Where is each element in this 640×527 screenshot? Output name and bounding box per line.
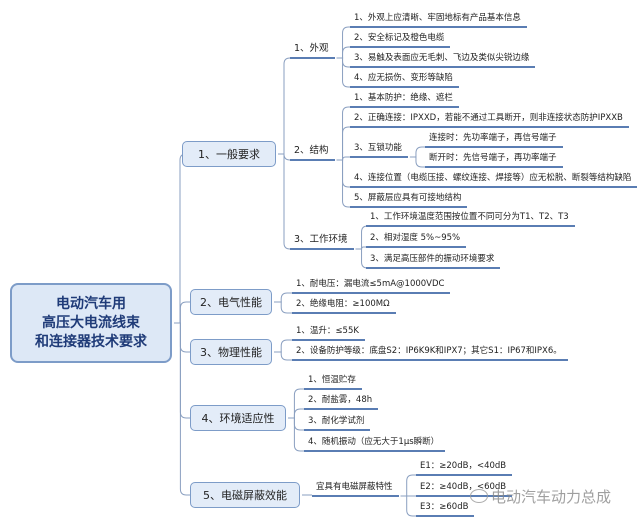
connector-line	[336, 57, 350, 68]
connector-line	[336, 26, 350, 59]
connector-line	[355, 246, 366, 250]
connector-line	[274, 339, 292, 353]
leaf-item: 3、易触及表面应无毛刺、飞边及类似尖锐边缘	[350, 51, 536, 68]
leaf-item: 2、绝缘电阻：≥100MΩ	[292, 297, 396, 314]
connector-line	[274, 351, 292, 361]
leaf-item: 5、屏蔽层应具有可接地结构	[350, 191, 468, 208]
connector-line	[174, 322, 190, 353]
connector-line	[288, 408, 304, 419]
connector-line	[274, 292, 292, 303]
connector-line	[278, 57, 291, 155]
leaf-item: E2：≥40dB，<60dB	[416, 480, 513, 497]
connector-line	[336, 156, 350, 161]
leaf-item: 1、恒温贮存	[304, 373, 362, 390]
root-title-line: 高压大电流线束	[42, 314, 140, 331]
watermark: 电动汽车动力总成	[470, 486, 611, 507]
connector-line	[336, 46, 350, 59]
leaf-item: 3、耐化学试剂	[304, 414, 371, 431]
leaf-item: 4、随机振动（应无大于1μs瞬断）	[304, 435, 446, 452]
leaf-item: E1：≥20dB，<40dB	[416, 459, 513, 476]
node-working-environment: 3、工作环境	[290, 233, 354, 250]
leaf-item: 1、耐电压：漏电流≤5mA@1000VDC	[292, 277, 451, 294]
leaf-item: 2、安全标记及橙色电缆	[350, 31, 451, 48]
connector-line	[336, 159, 350, 188]
leaf-item: E3：≥60dB	[416, 500, 475, 517]
wechat-icon	[470, 489, 488, 503]
node-em-shielding-property: 宜具有电磁屏蔽特性	[312, 480, 399, 497]
leaf-item: 1、基本防护：绝缘、遮栏	[350, 91, 459, 108]
leaf-item: 断开时：先信号端子，再功率端子	[425, 151, 563, 168]
branch-em-shielding: 5、电磁屏蔽效能	[190, 482, 300, 508]
connector-line	[336, 57, 350, 88]
leaf-item: 2、相对湿度 5%~95%	[366, 231, 467, 248]
node-appearance: 1、外观	[290, 42, 335, 59]
connector-line	[288, 417, 304, 452]
leaf-item: 2、耐盐雾，48h	[304, 393, 379, 410]
branch-electrical-performance: 2、电气性能	[190, 289, 272, 315]
leaf-item: 1、外观上应清晰、牢固地标有产品基本信息	[350, 11, 527, 28]
leaf-item: 4、应无损伤、变形等缺陷	[350, 71, 459, 88]
connector-line	[288, 388, 304, 419]
leaf-item: 2、设备防护等级：底盘S2：IP6K9K和IPX7；其它S1：IP67和IPX6…	[292, 344, 568, 361]
branch-general-requirements: 1、一般要求	[182, 141, 276, 167]
connector-line	[278, 153, 291, 161]
root-node: 电动汽车用 高压大电流线束 和连接器技术要求	[10, 283, 172, 363]
connector-line	[174, 301, 190, 324]
node-interlock: 3、互锁功能	[350, 141, 408, 158]
leaf-item: 3、满足高压部件的振动环境要求	[366, 252, 501, 269]
leaf-item: 1、温升：≤55K	[292, 324, 365, 341]
connector-line	[336, 159, 350, 208]
connector-line	[174, 322, 190, 419]
leaf-item: 2、正确连接：IPXXD，若能不通过工具断开，则非连接状态防护IPXXB	[350, 111, 629, 128]
leaf-item: 1、工作环境温度范围按位置不同可分为T1、T2、T3	[366, 210, 575, 227]
connector-line	[409, 156, 425, 168]
connector-line	[288, 417, 304, 431]
connector-line	[336, 106, 350, 161]
connector-line	[278, 153, 291, 250]
leaf-item: 4、连接位置（电缆压接、螺纹连接、焊接等）应无松脱、断裂等结构缺陷	[350, 171, 638, 188]
leaf-item: 连接时：先功率端子，再信号端子	[425, 131, 563, 148]
node-structure: 2、结构	[290, 144, 335, 161]
connector-line	[274, 301, 292, 314]
branch-environmental-adaptability: 4、环境适应性	[190, 405, 286, 431]
connector-line	[174, 322, 190, 496]
root-title-line: 和连接器技术要求	[35, 333, 147, 350]
watermark-text: 电动汽车动力总成	[491, 488, 612, 506]
branch-physical-performance: 3、物理性能	[190, 339, 272, 365]
connector-line	[400, 495, 416, 517]
connector-line	[400, 474, 416, 497]
connector-line	[336, 126, 350, 161]
connector-line	[409, 146, 425, 158]
connector-line	[174, 153, 187, 324]
root-title-line: 电动汽车用	[56, 295, 126, 312]
